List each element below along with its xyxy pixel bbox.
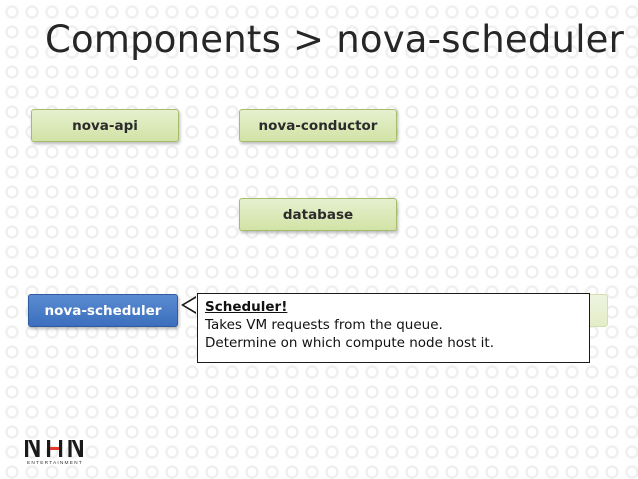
database-node: database — [239, 198, 397, 231]
slide-title: Components > nova-scheduler — [45, 18, 625, 61]
nova-api-node: nova-api — [31, 109, 179, 142]
logo-subtitle: ENTERTAINMENT — [27, 461, 83, 466]
nhn-logo-icon — [25, 440, 83, 457]
callout-line-2: Determine on which compute node host it. — [205, 335, 494, 351]
callout-line-1: Takes VM requests from the queue. — [205, 317, 443, 333]
nova-scheduler-node: nova-scheduler — [28, 294, 178, 327]
callout-heading: Scheduler! — [205, 299, 288, 315]
callout-pointer-icon — [181, 296, 196, 314]
scheduler-callout: Scheduler! Takes VM requests from the qu… — [197, 293, 590, 363]
nova-conductor-node: nova-conductor — [239, 109, 397, 142]
